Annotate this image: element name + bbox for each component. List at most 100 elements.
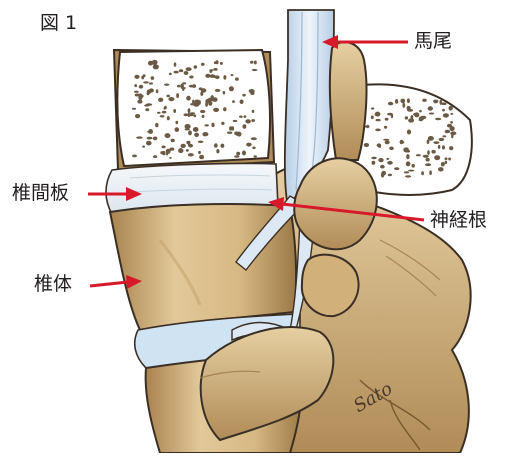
marrow-dot xyxy=(177,85,180,88)
marrow-dot xyxy=(254,61,257,65)
marrow-dot xyxy=(386,158,389,160)
marrow-dot xyxy=(174,62,177,66)
marrow-dot xyxy=(378,158,383,162)
marrow-dot xyxy=(174,71,179,74)
marrow-dot xyxy=(425,163,431,166)
marrow-dot xyxy=(442,145,445,149)
marrow-dot xyxy=(235,77,239,80)
marrow-dot xyxy=(143,81,149,83)
marrow-dot xyxy=(221,122,224,125)
marrow-dot xyxy=(209,70,212,73)
marrow-dot xyxy=(185,128,190,130)
marrow-dot xyxy=(422,99,426,102)
marrow-dot xyxy=(240,100,244,105)
marrow-dot xyxy=(420,116,426,119)
marrow-dot xyxy=(205,102,208,107)
marrow-dot xyxy=(155,123,158,127)
marrow-dot xyxy=(242,94,245,97)
marrow-dot xyxy=(205,124,209,126)
marrow-dot xyxy=(153,155,157,158)
marrow-dot xyxy=(441,162,445,167)
marrow-dot xyxy=(429,113,434,115)
marrow-dot xyxy=(148,61,153,66)
marrow-dot xyxy=(371,157,376,160)
marrow-dot xyxy=(229,86,234,91)
marrow-dot xyxy=(384,126,387,129)
marrow-dot xyxy=(144,104,149,106)
marrow-dot xyxy=(383,139,389,141)
marrow-dot xyxy=(251,119,255,122)
marrow-dot xyxy=(442,135,446,137)
marrow-dot xyxy=(423,155,429,158)
marrow-dot xyxy=(449,146,453,150)
marrow-dot xyxy=(134,75,139,79)
marrow-dot xyxy=(223,107,226,111)
marrow-dot xyxy=(428,136,434,141)
marrow-dot xyxy=(233,120,238,122)
marrow-dot xyxy=(169,73,172,76)
marrow-dot xyxy=(435,118,441,120)
marrow-dot xyxy=(231,74,234,76)
marrow-dot xyxy=(408,170,414,172)
marrow-dot xyxy=(188,113,190,118)
marrow-dot xyxy=(428,106,433,110)
marrow-dot xyxy=(408,118,414,122)
marrow-dot xyxy=(406,154,409,159)
marrow-dot xyxy=(178,148,183,153)
marrow-dot xyxy=(234,155,239,158)
marrow-dot xyxy=(381,171,386,175)
marrow-dot xyxy=(448,158,451,161)
marrow-dot xyxy=(163,107,166,109)
marrow-dot xyxy=(175,127,180,132)
marrow-dot xyxy=(426,158,430,162)
marrow-dot xyxy=(252,147,255,150)
marrow-dot xyxy=(200,110,205,113)
marrow-dot xyxy=(249,89,255,93)
label-nerve-root: 神経根 xyxy=(430,211,487,230)
marrow-dot xyxy=(236,152,240,156)
marrow-dot xyxy=(188,108,191,113)
marrow-dot xyxy=(385,141,390,145)
marrow-dot xyxy=(445,130,451,133)
marrow-dot xyxy=(412,164,415,168)
marrow-dot xyxy=(199,155,204,160)
marrow-dot xyxy=(136,136,142,138)
marrow-dot xyxy=(371,116,374,120)
marrow-dot xyxy=(145,108,149,111)
marrow-dot xyxy=(235,132,240,136)
marrow-dot xyxy=(246,143,251,147)
marrow-dot xyxy=(165,133,171,138)
marrow-dot xyxy=(372,161,376,165)
marrow-dot xyxy=(210,99,216,101)
marrow-dot xyxy=(188,130,192,135)
marrow-dot xyxy=(213,68,217,71)
marrow-dot xyxy=(132,108,136,110)
marrow-dot xyxy=(176,93,179,98)
marrow-dot xyxy=(387,161,393,165)
marrow-dot xyxy=(142,146,145,148)
marrow-dot xyxy=(137,100,142,104)
marrow-dot xyxy=(216,149,219,153)
marrow-dot xyxy=(394,167,399,170)
marrow-dot xyxy=(251,137,257,140)
marrow-dot xyxy=(189,85,195,88)
marrow-dot xyxy=(388,174,392,177)
marrow-dot xyxy=(157,112,161,114)
marrow-dot xyxy=(375,112,381,117)
marrow-dot xyxy=(243,124,247,128)
marrow-dot xyxy=(149,82,153,84)
marrow-dot xyxy=(376,119,381,121)
marrow-dot xyxy=(245,119,251,123)
marrow-dot xyxy=(438,167,444,171)
marrow-dot xyxy=(403,147,409,152)
marrow-dot xyxy=(433,141,439,144)
marrow-dot xyxy=(202,132,208,136)
marrow-dot xyxy=(405,175,411,177)
marrow-dot xyxy=(135,114,140,118)
marrow-dot xyxy=(244,115,247,118)
marrow-dot xyxy=(389,147,394,151)
marrow-dot xyxy=(186,67,192,71)
marrow-dot xyxy=(215,89,221,92)
label-disc: 椎間板 xyxy=(12,184,69,203)
